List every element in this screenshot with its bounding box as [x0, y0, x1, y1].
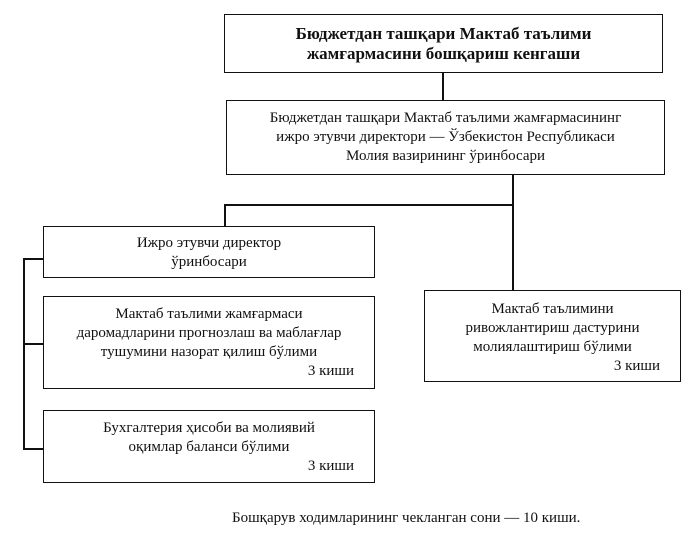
bracket-connector — [23, 258, 43, 260]
bracket-connector — [23, 258, 25, 449]
footer-note: Бошқарув ходимларининг чекланган сони — … — [232, 510, 581, 526]
connector — [512, 175, 514, 290]
deputy-title: Ижро этувчи директор ўринбосари — [136, 235, 282, 270]
department-staff-count: 3 киши — [307, 458, 354, 474]
department-box: Мактаб таълими жамғармаси даромадларини … — [43, 296, 375, 389]
council-box: Бюджетдан ташқари Мактаб таълими жамғарм… — [224, 14, 663, 73]
department-box: Мактаб таълимини ривожлантириш дастурини… — [424, 290, 681, 382]
deputy-box: Ижро этувчи директор ўринбосари — [43, 226, 375, 278]
department-title: Бухгалтерия ҳисоби ва молиявий оқимлар б… — [103, 420, 315, 455]
department-title: Мактаб таълимини ривожлантириш дастурини… — [465, 301, 640, 355]
department-staff-count: 3 киши — [613, 358, 660, 374]
director-box: Бюджетдан ташқари Мактаб таълими жамғарм… — [226, 100, 665, 175]
department-box: Бухгалтерия ҳисоби ва молиявий оқимлар б… — [43, 410, 375, 483]
bracket-connector — [23, 343, 43, 345]
department-staff-count: 3 киши — [307, 363, 354, 379]
connector — [224, 204, 514, 206]
bracket-connector — [23, 448, 43, 450]
director-title: Бюджетдан ташқари Мактаб таълими жамғарм… — [269, 110, 622, 164]
connector — [224, 204, 226, 226]
council-title: Бюджетдан ташқари Мактаб таълими жамғарм… — [295, 24, 592, 63]
connector — [442, 73, 444, 100]
department-title: Мактаб таълими жамғармаси даромадларини … — [76, 306, 342, 360]
